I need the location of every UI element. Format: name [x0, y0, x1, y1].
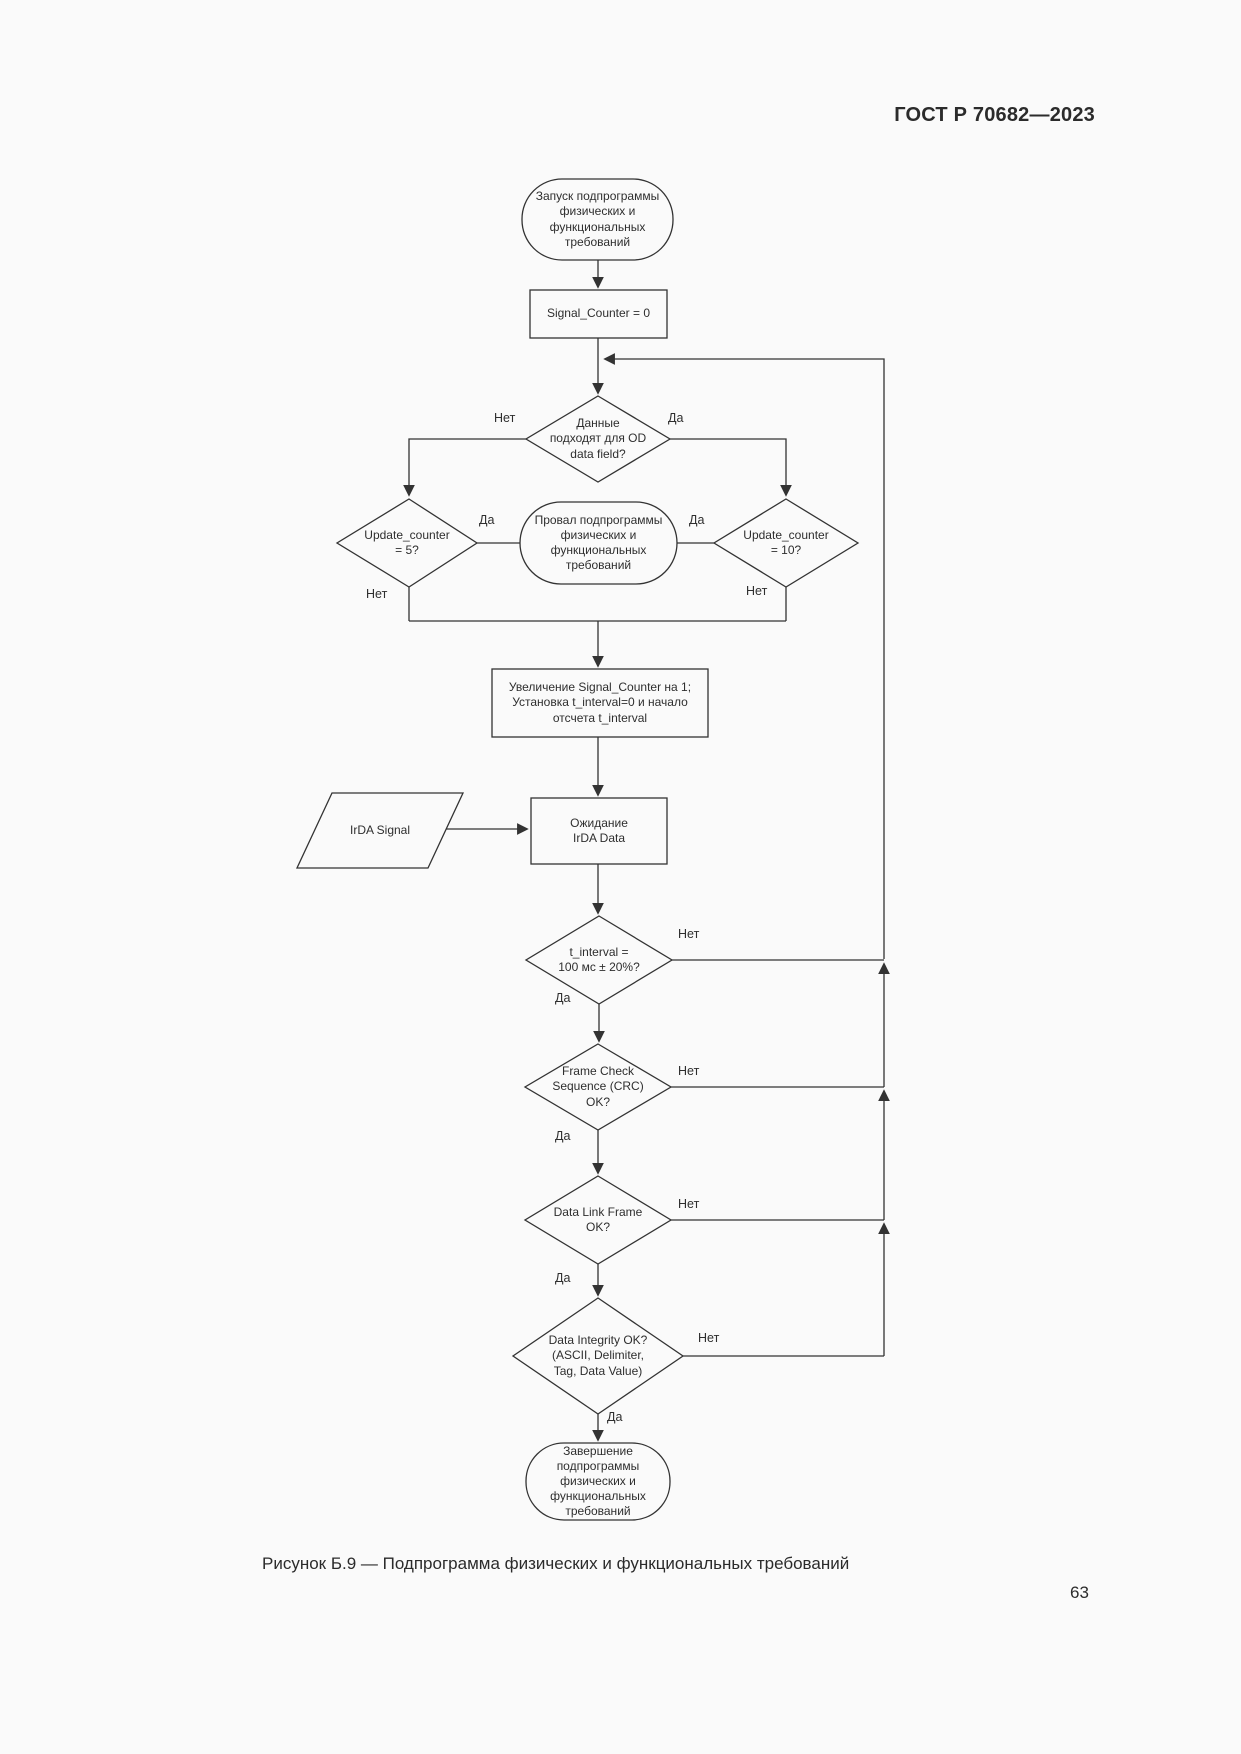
crc-label: Frame Check Sequence (CRC) OK? [552, 1064, 644, 1109]
update5-yes-label: Да [479, 513, 495, 527]
end-terminator-label: Завершение подпрограммы физических и фун… [550, 1443, 646, 1519]
data-link-label: Data Link Frame OK? [553, 1204, 643, 1234]
update10-yes-label: Да [689, 513, 705, 527]
irda-signal-io-shape [295, 792, 465, 869]
fail-terminator-label: Провал подпрограммы физических и функцио… [534, 512, 663, 573]
figure-caption: Рисунок Б.9 — Подпрограмма физических и … [262, 1554, 850, 1573]
od-check-decision-shape [524, 395, 672, 483]
flow-arrow-feedback-to-mainline [603, 353, 885, 959]
increment-process-shape [491, 668, 709, 738]
page-number: 63 [1070, 1583, 1089, 1602]
flow-arrow-odcheck-no-to-update5 [403, 438, 526, 497]
integrity-yes-label: Да [607, 1410, 623, 1424]
wait-data-process-shape [530, 797, 668, 865]
t-interval-yes-label: Да [555, 991, 571, 1005]
data-link-no-label: Нет [678, 1197, 700, 1211]
integrity-label: Data Integrity OK? (ASCII, Delimiter, Ta… [548, 1333, 648, 1378]
irda-signal-label: IrDA Signal [349, 822, 411, 837]
od-check-yes-label: Да [668, 411, 684, 425]
od-check-label: Данные подходят для OD data field? [549, 416, 647, 461]
update10-label: Update_counter = 10? [743, 527, 829, 557]
start-terminator-label: Запуск подпрограммы физических и функцио… [535, 189, 660, 249]
data-link-yes-label: Да [555, 1271, 571, 1285]
od-check-no-label: Нет [494, 411, 516, 425]
update5-label: Update_counter = 5? [364, 527, 450, 557]
crc-yes-label: Да [555, 1129, 571, 1143]
t-interval-no-label: Нет [678, 927, 700, 941]
update5-no-label: Нет [366, 587, 388, 601]
update10-no-label: Нет [746, 584, 768, 598]
init-counter-label: Signal_Counter = 0 [546, 306, 651, 321]
increment-label: Увеличение Signal_Counter на 1; Установк… [508, 680, 692, 725]
flow-arrow-odcheck-yes-to-update10 [670, 438, 792, 497]
end-terminator-shape [525, 1442, 671, 1521]
integrity-no-label: Нет [698, 1331, 720, 1345]
wait-data-label: Ожидание IrDA Data [570, 815, 628, 845]
crc-no-label: Нет [678, 1064, 700, 1078]
document-header: ГОСТ Р 70682—2023 [894, 104, 1095, 126]
t-interval-label: t_interval = 100 мс ± 20%? [558, 944, 640, 974]
